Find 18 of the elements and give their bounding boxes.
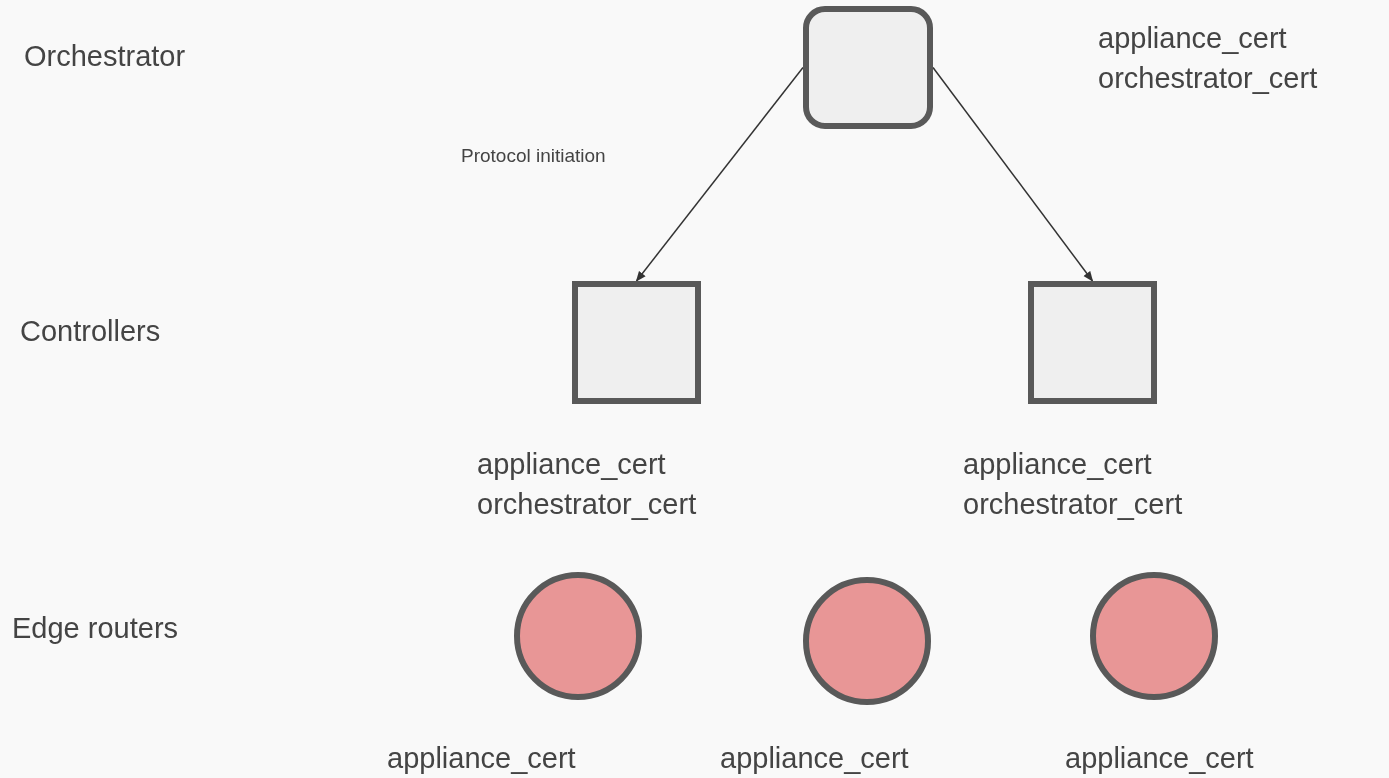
certificate-text: orchestrator_cert: [963, 487, 1183, 522]
square-box: [572, 281, 701, 404]
certificate-text: appliance_cert: [1098, 21, 1287, 56]
certificate-text: orchestrator_cert: [477, 487, 697, 522]
certificate-text: appliance_cert: [387, 741, 576, 776]
arrow: [635, 66, 804, 282]
rounded-box: [803, 6, 933, 129]
arrow: [932, 66, 1094, 282]
square-box: [1028, 281, 1157, 404]
row-label: Controllers: [20, 315, 161, 348]
certificate-text: appliance_cert: [477, 447, 666, 482]
row-label: Edge routers: [12, 612, 179, 645]
certificate-text: appliance_cert: [1065, 741, 1254, 776]
certificate-text: orchestrator_cert: [1098, 61, 1318, 96]
certificate-text: appliance_cert: [720, 741, 909, 776]
annotation-text: Protocol initiation: [461, 145, 606, 167]
row-label: Orchestrator: [24, 40, 186, 73]
certificate-text: appliance_cert: [963, 447, 1152, 482]
